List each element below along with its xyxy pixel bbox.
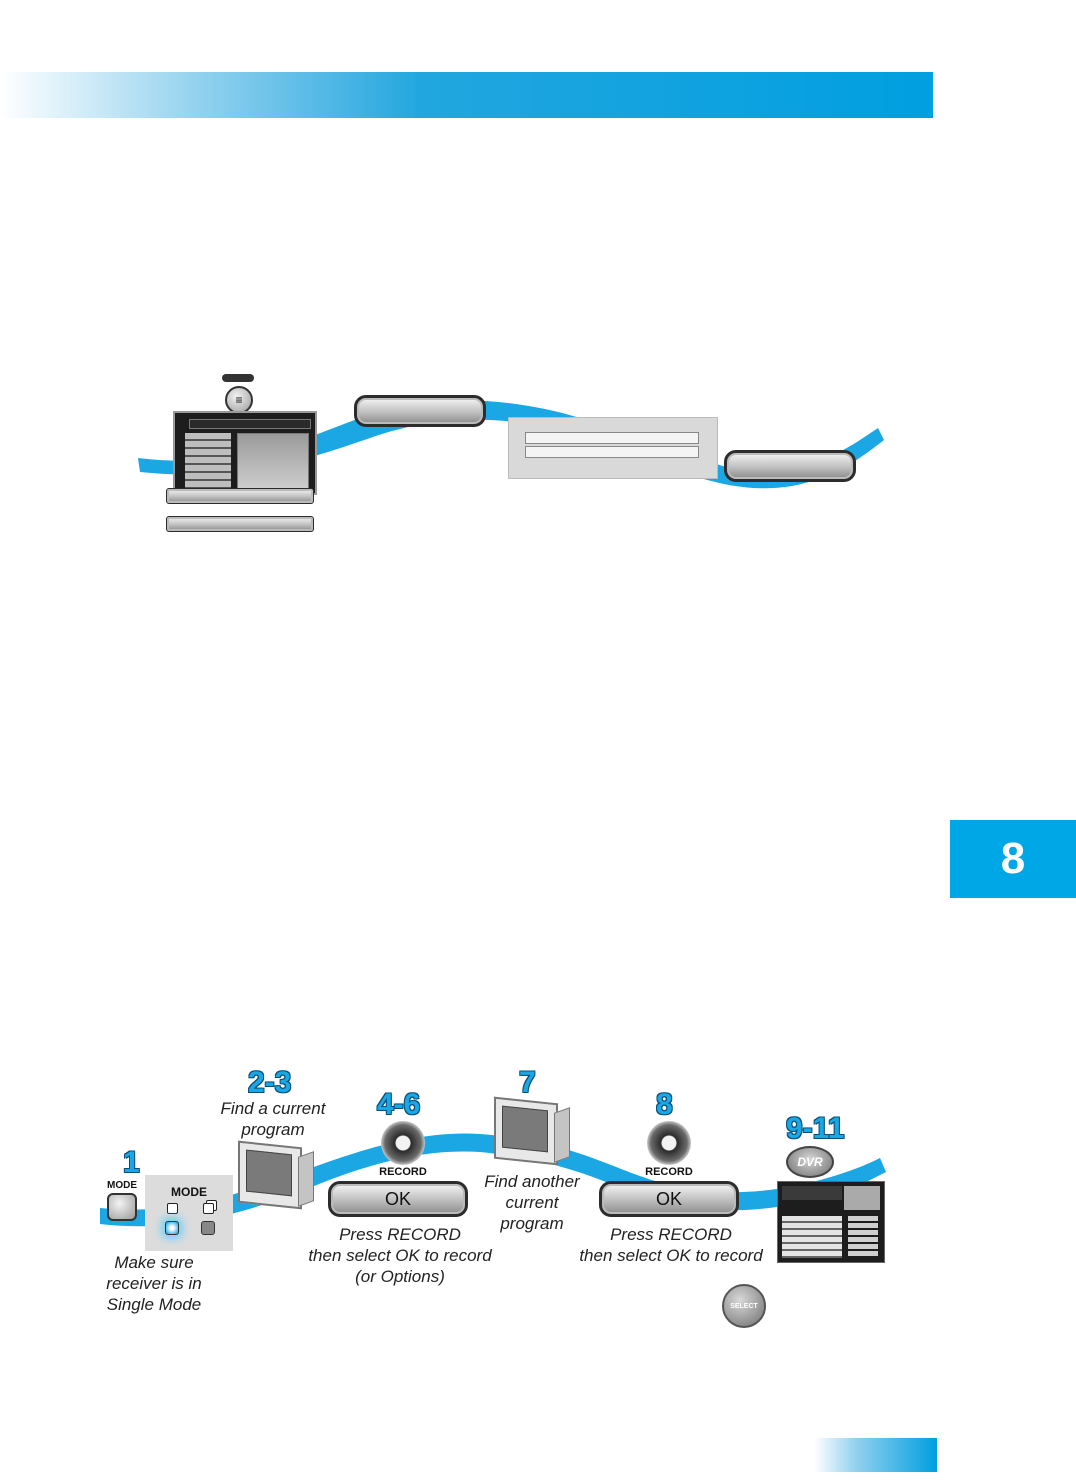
menu-screen-preview (237, 433, 309, 491)
single-mode-icon (167, 1203, 178, 1214)
footer-band (814, 1438, 937, 1472)
record-button-label: RECORD (645, 1166, 693, 1178)
mode-panel: MODE (145, 1175, 233, 1251)
step-8-caption: Press RECORD then select OK to record (579, 1225, 763, 1265)
header-band (0, 72, 933, 118)
menu-option-bar-2 (166, 516, 314, 532)
step-7-number: 7 (519, 1066, 536, 1099)
menu-icon[interactable]: ≡ (225, 386, 253, 414)
menu-option-bar-1 (166, 488, 314, 504)
upper-dialog-panel (508, 417, 718, 479)
upper-dialog-button-2 (724, 450, 856, 482)
select-button-icon[interactable]: SELECT (722, 1284, 766, 1328)
dvr-events-screen (777, 1181, 885, 1263)
menu-screen-list (185, 433, 231, 489)
single-mode-led (165, 1221, 179, 1235)
mode-button-icon[interactable] (107, 1193, 137, 1221)
dual-mode-icon (203, 1203, 214, 1214)
step-2-3-number: 2-3 (248, 1066, 292, 1099)
step-1-caption: Make sure receiver is in Single Mode (106, 1253, 202, 1314)
step-4-6-caption: Press RECORD then select OK to record (o… (308, 1225, 492, 1286)
step-1-number: 1 (123, 1146, 140, 1179)
dual-mode-led (201, 1221, 215, 1235)
ok-button-step-4-6[interactable]: OK (328, 1181, 468, 1217)
step-9-11-number: 9-11 (786, 1112, 845, 1145)
record-button-label: RECORD (379, 1166, 427, 1178)
record-button-icon[interactable] (381, 1121, 425, 1165)
dvr-button-icon[interactable]: DVR (786, 1146, 834, 1178)
menu-screen (173, 411, 317, 495)
step-4-6-number: 4-6 (377, 1088, 421, 1121)
chapter-tab: 8 (950, 820, 1076, 898)
record-button-icon[interactable] (647, 1121, 691, 1165)
step-8-number: 8 (656, 1088, 673, 1121)
dvr-screen-preview (844, 1186, 880, 1210)
step-7-caption: Find another current program (484, 1172, 580, 1233)
mode-button-label: MODE (107, 1180, 137, 1191)
tv-icon (494, 1096, 570, 1166)
select-button-label: SELECT (730, 1302, 758, 1310)
upper-dialog-row-2 (525, 446, 699, 458)
menu-screen-title-bar (189, 419, 311, 429)
menu-button-cap (222, 374, 254, 382)
mode-panel-label: MODE (171, 1185, 207, 1199)
step-2-3-caption: Find a current program (220, 1099, 326, 1139)
dvr-screen-header (782, 1186, 842, 1200)
ok-button-step-8[interactable]: OK (599, 1181, 739, 1217)
dvr-button-label: DVR (797, 1155, 823, 1169)
upper-dialog-button-1 (354, 395, 486, 427)
upper-dialog-row-1 (525, 432, 699, 444)
dvr-screen-list (782, 1216, 842, 1258)
dvr-screen-side-buttons (848, 1216, 878, 1258)
tv-icon (238, 1140, 314, 1210)
